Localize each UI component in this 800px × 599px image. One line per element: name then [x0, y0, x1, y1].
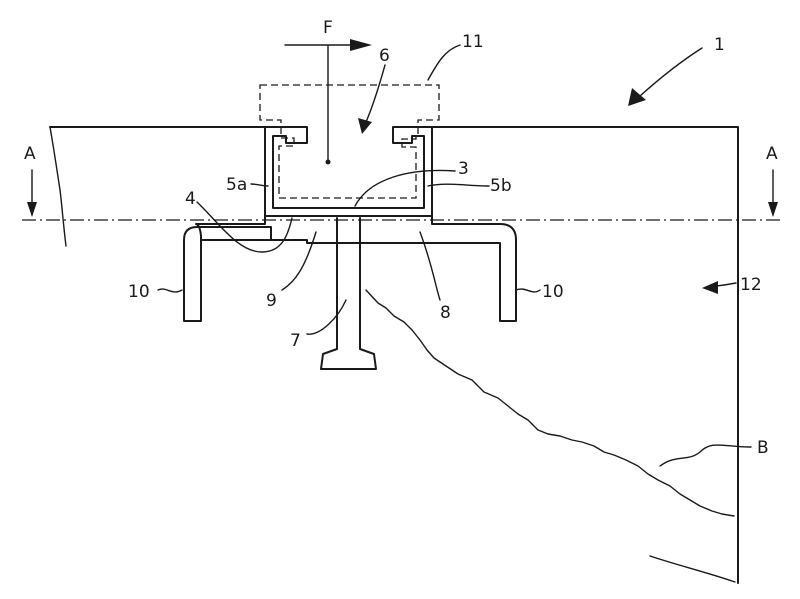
bolt-7: [320, 217, 377, 370]
label-9: 9: [266, 291, 277, 311]
label-7: 7: [290, 331, 301, 351]
section-arrow-left: [27, 169, 37, 217]
c-channel-rail: [264, 126, 433, 217]
label-3: 3: [458, 159, 469, 179]
label-10-right: 10: [542, 282, 564, 302]
arrow-1: [628, 47, 703, 106]
label-5a: 5a: [226, 175, 247, 195]
arrow-6: [358, 64, 386, 134]
label-section-a-right: A: [766, 144, 778, 164]
label-b: B: [757, 438, 769, 458]
break-line-b: [365, 289, 735, 517]
force-arrow: [284, 39, 372, 165]
leader-lines: [157, 44, 752, 467]
slider-11-dashed: [259, 84, 440, 199]
label-force: F: [323, 18, 333, 38]
bracket-8: [183, 215, 517, 322]
label-4: 4: [185, 189, 196, 209]
plate-outline: [49, 126, 739, 584]
section-arrow-right: [768, 169, 778, 217]
label-6: 6: [379, 46, 390, 66]
label-5b: 5b: [490, 176, 512, 196]
arrow-12: [702, 281, 737, 294]
label-10-left: 10: [128, 282, 150, 302]
label-1: 1: [714, 35, 725, 55]
label-12: 12: [740, 275, 762, 295]
label-8: 8: [440, 303, 451, 323]
label-11: 11: [462, 32, 484, 52]
label-section-a-left: A: [24, 144, 36, 164]
